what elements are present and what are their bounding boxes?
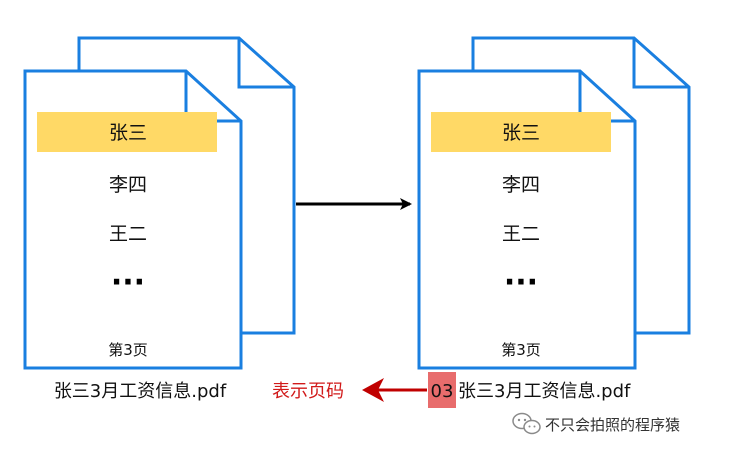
left-row-1: 张三 bbox=[109, 122, 147, 144]
page-number-prefix-highlight bbox=[428, 372, 456, 408]
page-number-prefix: 03 bbox=[431, 381, 454, 402]
right-page-label: 第3页 bbox=[501, 341, 541, 359]
right-row-2: 李四 bbox=[502, 174, 540, 196]
left-row-2: 李四 bbox=[109, 174, 147, 196]
page-number-annotation: 表示页码 bbox=[272, 381, 344, 402]
left-page-label: 第3页 bbox=[108, 341, 148, 359]
page-number-annotation-arrow bbox=[362, 378, 427, 402]
right-ellipsis: ··· bbox=[504, 265, 538, 300]
left-highlight-row bbox=[37, 112, 217, 152]
right-document-stack: 张三 李四 王二 ··· 第3页 bbox=[417, 36, 691, 370]
wechat-icon bbox=[512, 412, 541, 435]
watermark-text: 不只会拍照的程序猿 bbox=[545, 416, 680, 434]
left-filename: 张三3月工资信息.pdf bbox=[54, 381, 227, 402]
left-ellipsis: ··· bbox=[111, 265, 145, 300]
left-document-stack: 张三 李四 王二 ··· 第3页 bbox=[23, 36, 296, 370]
right-filename: 张三3月工资信息.pdf bbox=[458, 381, 631, 402]
left-row-3: 王二 bbox=[109, 223, 147, 245]
right-row-1: 张三 bbox=[502, 122, 540, 144]
right-highlight-row bbox=[431, 112, 611, 152]
right-row-3: 王二 bbox=[502, 223, 540, 245]
